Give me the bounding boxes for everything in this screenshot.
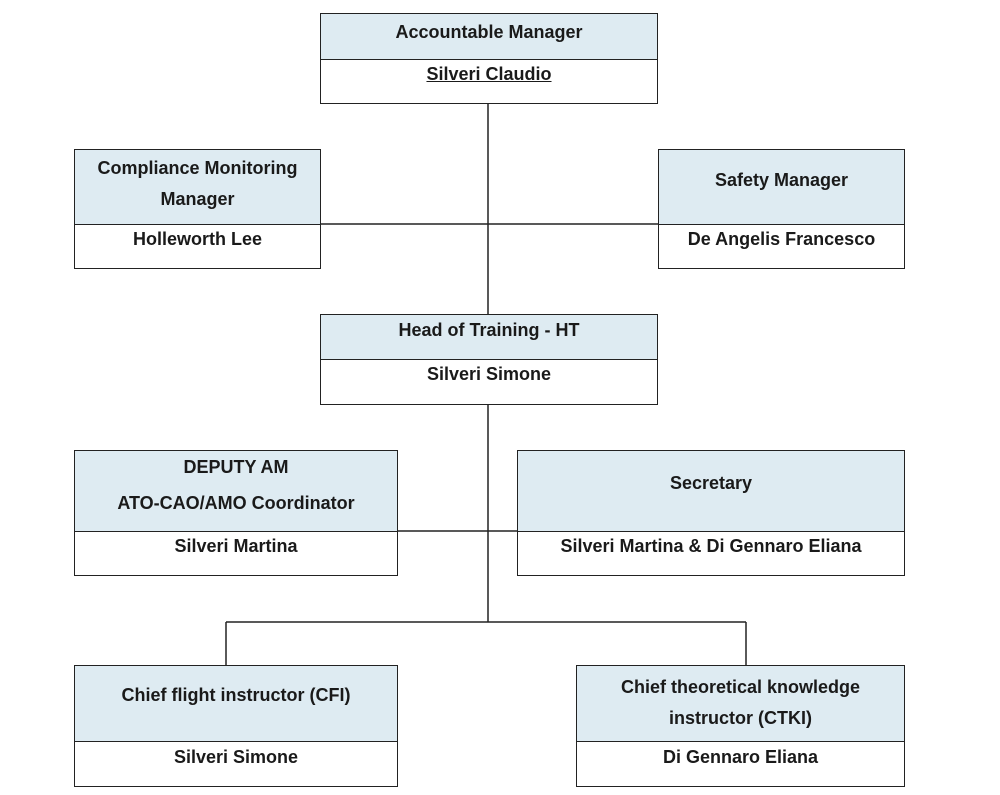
ctki-box: Chief theoretical knowledge instructor (… bbox=[576, 665, 905, 787]
secretary-box: Secretary Silveri Martina & Di Gennaro E… bbox=[517, 450, 905, 576]
accountable-manager-name-area: Silveri Claudio bbox=[321, 60, 657, 103]
accountable-manager-title: Accountable Manager bbox=[395, 22, 583, 42]
deputy-am-box: DEPUTY AM ATO-CAO/AMO Coordinator Silver… bbox=[74, 450, 398, 576]
compliance-monitoring-manager-box: Compliance Monitoring Manager Holleworth… bbox=[74, 149, 321, 269]
head-of-training-name: Silveri Simone bbox=[426, 363, 552, 384]
deputy-am-title-line2: ATO-CAO/AMO Coordinator bbox=[117, 492, 355, 513]
cfi-box: Chief flight instructor (CFI) Silveri Si… bbox=[74, 665, 398, 787]
safety-manager-name: De Angelis Francesco bbox=[687, 229, 876, 249]
deputy-am-title-area: DEPUTY AM ATO-CAO/AMO Coordinator bbox=[75, 451, 397, 532]
safety-manager-name-area: De Angelis Francesco bbox=[659, 225, 904, 268]
secretary-name: Silveri Martina & Di Gennaro Eliana bbox=[560, 536, 862, 556]
accountable-manager-name: Silveri Claudio bbox=[426, 64, 552, 84]
deputy-am-name: Silveri Martina bbox=[174, 536, 298, 556]
compliance-monitoring-manager-title-line2: Manager bbox=[160, 189, 235, 209]
deputy-am-title-line1: DEPUTY AM bbox=[183, 456, 289, 477]
head-of-training-box: Head of Training - HT Silveri Simone bbox=[320, 314, 658, 405]
safety-manager-title-area: Safety Manager bbox=[659, 150, 904, 225]
ctki-name: Di Gennaro Eliana bbox=[662, 746, 819, 767]
head-of-training-name-area: Silveri Simone bbox=[321, 360, 657, 404]
head-of-training-title: Head of Training - HT bbox=[398, 319, 580, 340]
safety-manager-box: Safety Manager De Angelis Francesco bbox=[658, 149, 905, 269]
secretary-name-area: Silveri Martina & Di Gennaro Eliana bbox=[518, 532, 904, 575]
cfi-name: Silveri Simone bbox=[173, 746, 299, 767]
cfi-name-area: Silveri Simone bbox=[75, 742, 397, 786]
ctki-title-line1: Chief theoretical knowledge bbox=[620, 676, 861, 697]
secretary-title-area: Secretary bbox=[518, 451, 904, 532]
accountable-manager-title-area: Accountable Manager bbox=[321, 14, 657, 60]
cfi-title: Chief flight instructor (CFI) bbox=[121, 685, 351, 705]
safety-manager-title: Safety Manager bbox=[714, 169, 849, 190]
compliance-monitoring-manager-title-line1: Compliance Monitoring bbox=[97, 158, 298, 178]
compliance-monitoring-manager-title-area: Compliance Monitoring Manager bbox=[75, 150, 320, 225]
ctki-title-line2: instructor (CTKI) bbox=[669, 707, 812, 728]
compliance-monitoring-manager-name-area: Holleworth Lee bbox=[75, 225, 320, 268]
compliance-monitoring-manager-name: Holleworth Lee bbox=[132, 229, 262, 249]
ctki-name-area: Di Gennaro Eliana bbox=[577, 742, 904, 786]
head-of-training-title-area: Head of Training - HT bbox=[321, 315, 657, 360]
secretary-title: Secretary bbox=[669, 472, 753, 493]
cfi-title-area: Chief flight instructor (CFI) bbox=[75, 666, 397, 742]
accountable-manager-box: Accountable Manager Silveri Claudio bbox=[320, 13, 658, 104]
ctki-title-area: Chief theoretical knowledge instructor (… bbox=[577, 666, 904, 742]
deputy-am-name-area: Silveri Martina bbox=[75, 532, 397, 575]
